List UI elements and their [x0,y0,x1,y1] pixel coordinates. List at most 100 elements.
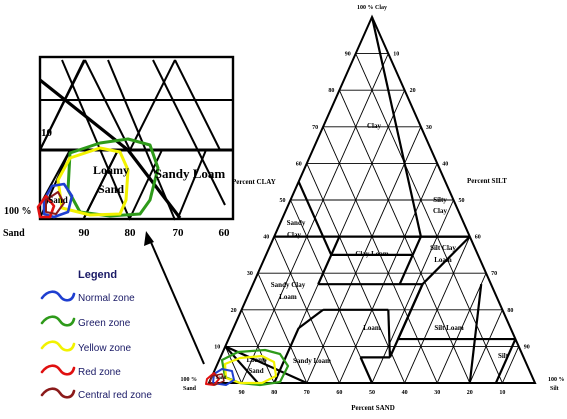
soil-class-label: Sand [248,367,263,375]
inset-grid-line [177,149,207,219]
tick-label-sand: 40 [402,390,408,396]
tick-label-clay: 30 [247,271,253,277]
inset-grid-line [39,59,85,151]
legend-label: Yellow zone [78,343,131,354]
soil-class-label: Sandy Loam [293,357,331,365]
axis-label-sand: Percent SAND [351,404,395,412]
legend-swatch [40,340,76,352]
soil-class-label: Loamy [247,356,269,364]
legend-item: Normal zone [40,290,135,304]
axis-label-silt: Percent SILT [467,177,507,185]
inset-green-zone [66,137,160,218]
grid-line [224,346,243,384]
legend-swatch [40,387,76,399]
inset-grid-line [61,59,131,221]
class-boundary [297,181,333,256]
tick-label-silt: 40 [442,161,448,167]
tick-label-silt: 90 [524,344,530,350]
zoom-arrow-head [144,231,154,246]
class-boundary [421,235,471,285]
class-boundary [494,338,517,384]
legend-item: Red zone [40,364,121,378]
inset-loamy-label: Loamy [93,163,129,177]
inset-sandy-loam-label: Sandy Loam [155,166,226,181]
soil-class-label: Silt Loam [434,324,464,332]
tick-label-sand: 80 [271,390,277,396]
soil-class-label: Sandy [287,219,306,227]
soil-class-label: Clay [433,207,448,215]
tick-label-silt: 30 [426,125,432,131]
inset-bottom-tick: 80 [125,227,137,239]
legend-label: Central red zone [78,390,152,401]
soil-class-label: Loam [434,256,452,264]
tick-label-silt: 50 [459,198,465,204]
inset-corner-top: 100 % [4,206,32,217]
tick-label-sand: 60 [336,390,342,396]
corner-silt-top: 100 % [548,377,565,383]
soil-class-label: Silty [433,196,447,204]
soil-class-label: Clay [367,122,382,130]
soil-class-label: Clay Loam [355,250,388,258]
inset-class-boundary [39,78,129,152]
tick-label-sand: 70 [304,390,310,396]
legend-item: Central red zone [40,387,152,401]
tick-label-clay: 80 [328,88,334,94]
corner-silt-bottom: Silt [550,386,559,392]
grid-line [273,236,340,384]
class-boundary [317,236,341,285]
soil-class-label: Sandy Clay [271,281,306,289]
class-boundary [224,345,259,384]
tick-label-silt: 80 [507,308,513,314]
inset-sand-class-label: Sand [48,195,68,205]
inset-grid-line [174,59,221,151]
class-boundary [387,309,392,358]
tick-label-sand: 50 [369,390,375,396]
class-boundary [273,327,300,384]
inset-grid-line [129,59,176,151]
tick-label-silt: 70 [491,271,497,277]
legend-swatch [40,364,76,376]
inset-yellow-zone [56,146,130,217]
inset-sand-class-mini: Sand [216,376,227,381]
grid-line [469,309,503,384]
tick-label-silt: 10 [393,52,399,58]
legend-label: Normal zone [78,293,135,304]
tick-label-sand: 10 [499,390,505,396]
inset-tick-10: 10 [41,127,53,139]
grid-line [371,199,454,384]
axis-label-clay: Percent CLAY [232,178,276,186]
inset-central-red-zone [45,191,65,215]
inset-sand-label: Sand [98,182,124,196]
zoom-arrow-line [149,239,205,365]
inset-grid-line [107,59,176,221]
legend-label: Green zone [78,318,131,329]
class-boundary [388,283,424,358]
grid-line [404,236,471,384]
inset-bottom-tick: 60 [219,227,231,239]
tick-label-silt: 60 [475,235,481,241]
central-red-zone-outline [209,373,225,386]
grid-line [355,53,503,384]
grid-line [501,346,520,384]
soil-class-label: Silt Clay [430,244,456,252]
inset-grid-line [83,149,119,219]
tick-label-clay: 70 [312,125,318,131]
legend-label: Red zone [78,367,121,378]
class-boundary [359,356,374,384]
inset-corner-bottom: Sand [3,228,25,239]
grid-line [436,273,487,384]
inset-bottom-tick: 90 [79,227,91,239]
red-zone-outline [205,372,220,386]
apex-label: 100 % Clay [357,5,387,11]
grid-line [257,273,308,384]
grid-line [241,309,275,384]
tick-label-clay: 40 [263,235,269,241]
legend-title: Legend [78,269,117,281]
tick-label-silt: 20 [410,88,416,94]
tick-label-sand: 30 [434,390,440,396]
inset-bottom-tick: 70 [173,227,185,239]
